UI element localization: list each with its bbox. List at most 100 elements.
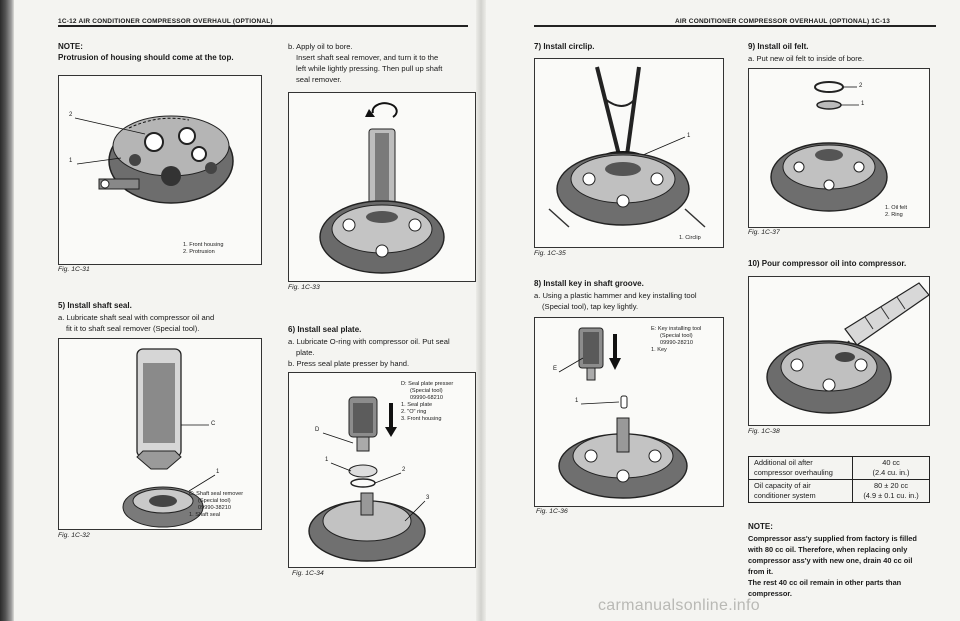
note-line-5: The rest 40 cc oil remain in other parts… (748, 578, 902, 587)
fig32-legend-item-4: 1. Shaft seal (189, 512, 221, 518)
fig32-callout-1: 1 (216, 469, 220, 475)
spec-label-line: conditioner system (754, 491, 816, 500)
fig35-callout-1: 1 (687, 133, 691, 139)
oil-capacity-spec-table: Additional oil after compressor overhaul… (747, 456, 930, 503)
step8-a-cont: (Special tool), tap key lightly. (542, 302, 639, 311)
fig31-callout-1: 1 (69, 158, 73, 164)
step-b-line-3: seal remover. (296, 75, 342, 84)
fig36-caption: Fig. 1C-36 (536, 508, 568, 515)
fig37-caption: Fig. 1C-37 (748, 229, 780, 236)
circlip-pliers-illustration (548, 66, 706, 228)
fig37-legend-item-1: 1. Oil felt (885, 205, 908, 211)
fig31-callout-2: 2 (69, 112, 73, 118)
step-b-line-2: left while lightly pressing. Then pull u… (296, 64, 443, 73)
note-text-col1: Protrusion of housing should come at the… (58, 53, 234, 62)
left-header-rule (58, 25, 468, 27)
fig36-legend-item-3: 09990-28210 (660, 340, 693, 346)
spec-value-line: 40 cc (882, 458, 900, 467)
spec-value-cell: 80 ± 20 cc (4.9 ± 0.1 cu. in.) (852, 479, 930, 503)
step6-a-cont: plate. (296, 348, 315, 357)
right-header-rule (534, 25, 936, 27)
fig34-legend-item-2: (Special tool) (410, 388, 443, 394)
step9-a: a. Put new oil felt to inside of bore. (748, 54, 865, 63)
fig32-legend-item-3: 09990-38210 (198, 505, 231, 511)
spec-value-cell: 40 cc (2.4 cu. in.) (852, 456, 930, 480)
fig33-caption: Fig. 1C-33 (288, 284, 320, 291)
oil-felt-illustration (770, 81, 888, 212)
note-title-col4: NOTE: (748, 522, 773, 531)
step8-a: a. Using a plastic hammer and key instal… (534, 291, 697, 300)
watermark: carmanualsonline.info (598, 597, 760, 614)
step-b-line-1: Insert shaft seal remover, and turn it t… (296, 53, 439, 62)
book-spine-shadow (0, 0, 14, 621)
spec-row-additional-oil: Additional oil after compressor overhaul… (747, 456, 930, 480)
right-page-header: AIR CONDITIONER COMPRESSOR OVERHAUL (OPT… (675, 18, 891, 25)
fig32-legend-item-2: (Special tool) (198, 498, 231, 504)
fig34-callout-3: 3 (426, 495, 430, 501)
fig34-callout-d: D (315, 427, 320, 433)
figure-1c-38 (748, 276, 930, 426)
fig32-caption: Fig. 1C-32 (58, 532, 90, 539)
fig34-legend-item-6: 3. Front housing (401, 416, 442, 422)
fig31-legend: 1. Front housing 2. Protrusion (183, 242, 223, 256)
spec-label-line: compressor overhauling (754, 468, 833, 477)
fig38-caption: Fig. 1C-38 (748, 428, 780, 435)
left-page-header: 1C-12 AIR CONDITIONER COMPRESSOR OVERHAU… (58, 18, 273, 25)
fig36-callout-1: 1 (575, 398, 579, 404)
fig34-legend-item-4: 1. Seal plate (401, 402, 433, 408)
fig32-legend-item-1: C: Shaft seal remover (189, 491, 244, 497)
spec-label-cell: Additional oil after compressor overhaul… (747, 456, 854, 480)
step6-b: b. Press seal plate presser by hand. (288, 359, 410, 368)
compressor-front-housing-illustration (74, 115, 234, 204)
shaft-seal-remover-illustration (122, 348, 216, 528)
note-line-1: Compressor ass'y supplied from factory i… (748, 534, 917, 543)
fig34-legend-item-1: D: Seal plate presser (401, 381, 454, 387)
step8-title: 8) Install key in shaft groove. (534, 279, 644, 288)
note-title-col1: NOTE: (58, 42, 83, 51)
fig37-callout-1: 1 (861, 101, 865, 107)
step5-title: 5) Install shaft seal. (58, 301, 132, 310)
fig34-callout-2: 2 (402, 467, 406, 473)
spec-label-cell: Oil capacity of air conditioner system (747, 479, 854, 503)
fig36-legend: E: Key installing tool (Special tool) 09… (651, 326, 701, 354)
figure-1c-35: 1 1. Circlip (534, 58, 724, 248)
spec-row-system-capacity: Oil capacity of air conditioner system 8… (747, 479, 930, 503)
step-b-apply-oil: b. Apply oil to bore. (288, 42, 353, 51)
fig37-legend-item-2: 2. Ring (885, 212, 903, 218)
spec-value-line: (2.4 cu. in.) (872, 468, 910, 477)
fig37-legend: 1. Oil felt 2. Ring (885, 205, 907, 219)
fig36-legend-item-2: (Special tool) (660, 333, 693, 339)
fig37-callout-2: 2 (859, 83, 863, 89)
step6-title: 6) Install seal plate. (288, 325, 362, 334)
step7-title: 7) Install circlip. (534, 42, 595, 51)
note-line-4: from it. (748, 567, 774, 576)
fig34-legend-item-5: 2. "O" ring (401, 409, 427, 415)
step10-title: 10) Pour compressor oil into compressor. (748, 259, 907, 268)
spec-label-line: Oil capacity of air (754, 481, 811, 490)
fig32-callout-c: C (211, 421, 216, 427)
pour-oil-illustration (766, 282, 929, 414)
figure-1c-31: 2 1 1. Front housing 2. Protrusion (58, 75, 262, 265)
step9-title: 9) Install oil felt. (748, 42, 809, 51)
fig35-caption: Fig. 1C-35 (534, 250, 566, 257)
key-installing-tool-illustration (558, 327, 688, 499)
figure-1c-36: E 1 E: Key installing tool (Special tool… (534, 317, 724, 507)
fig31-caption: Fig. 1C-31 (58, 266, 90, 273)
page-gutter (476, 0, 486, 621)
spec-label-line: Additional oil after (754, 458, 813, 467)
fig34-callout-1: 1 (325, 457, 329, 463)
note-line-2: with 80 cc oil. Therefore, when replacin… (748, 545, 908, 554)
fig31-legend-item-1: 1. Front housing (183, 242, 224, 248)
fig31-legend-item-2: 2. Protrusion (183, 249, 215, 255)
fig34-legend-item-3: 09990-68210 (410, 395, 443, 401)
figure-1c-32: C 1 C: Shaft seal remover (Special tool)… (58, 338, 262, 530)
note-line-6: compressor. (748, 589, 792, 598)
figure-1c-33 (288, 92, 476, 282)
spec-value-line: (4.9 ± 0.1 cu. in.) (863, 491, 919, 500)
figure-1c-34: D 1 2 3 D: Seal plate presser (Special t… (288, 372, 476, 568)
fig34-caption: Fig. 1C-34 (292, 570, 324, 577)
fig35-legend-item-1: 1. Circlip (679, 235, 701, 241)
note-line-3: compressor ass'y with new one, drain 40 … (748, 556, 913, 565)
spec-value-line: 80 ± 20 cc (874, 481, 909, 490)
seal-remover-in-bore-illustration (319, 102, 445, 274)
